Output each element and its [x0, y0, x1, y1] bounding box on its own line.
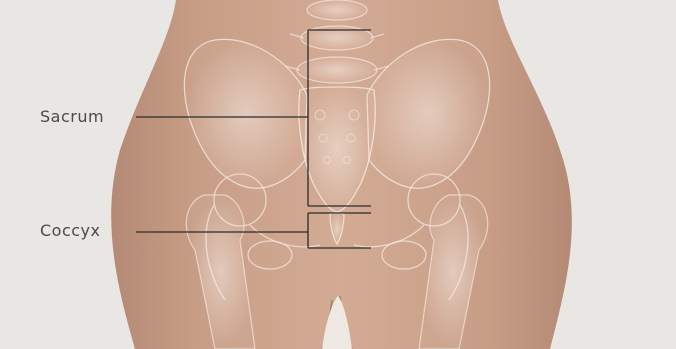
- sacrum-label: Sacrum: [40, 107, 104, 127]
- coccyx-label: Coccyx: [40, 221, 101, 241]
